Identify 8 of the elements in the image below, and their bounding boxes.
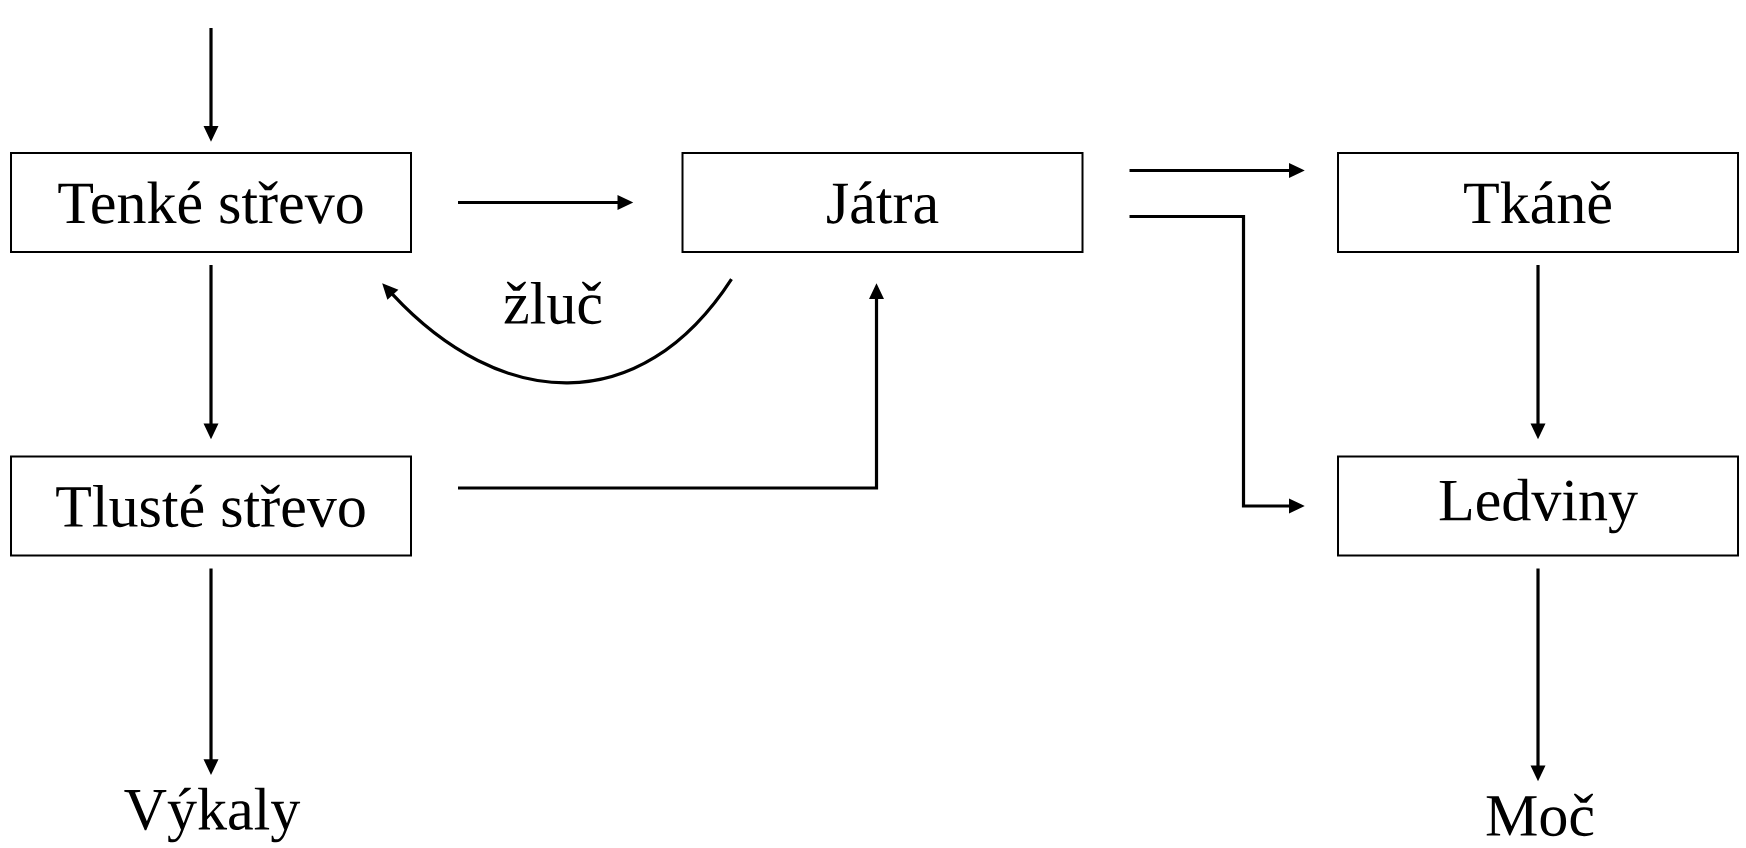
- output-label: Moč: [1486, 793, 1594, 837]
- process-box: Tlusté střevo: [10, 455, 412, 557]
- process-box: Tkáně: [1337, 152, 1739, 253]
- edge-label: žluč: [501, 279, 605, 327]
- process-box: Ledviny: [1337, 455, 1739, 557]
- process-box: Játra: [681, 152, 1084, 253]
- output-label: Výkaly: [124, 787, 301, 843]
- process-box: Tenké střevo: [10, 152, 412, 253]
